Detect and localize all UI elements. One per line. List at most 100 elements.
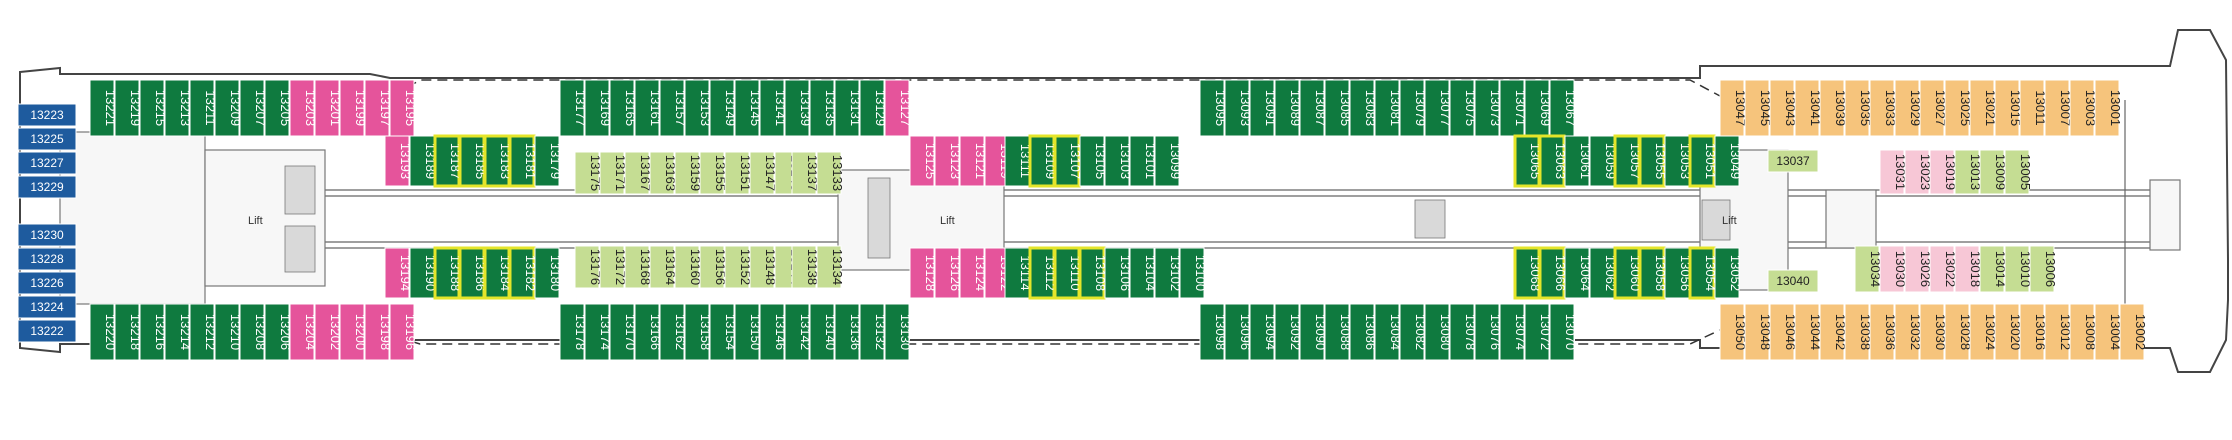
cabin-13142[interactable]: 13142 xyxy=(784,303,813,361)
cabin-13106[interactable]: 13106 xyxy=(1104,247,1133,299)
cabin-13063[interactable]: 13063 xyxy=(1538,134,1568,188)
cabin-13198[interactable]: 13198 xyxy=(364,303,393,361)
cabin-13061[interactable]: 13061 xyxy=(1564,135,1593,187)
cabin-13072[interactable]: 13072 xyxy=(1524,303,1553,361)
cabin-13015[interactable]: 13015 xyxy=(1994,79,2023,137)
cabin-13129[interactable]: 13129 xyxy=(859,79,888,137)
cabin-13137[interactable]: 13137 xyxy=(791,151,820,195)
cabin-13155[interactable]: 13155 xyxy=(699,151,728,195)
cabin-13219[interactable]: 13219 xyxy=(114,79,143,137)
cabin-13126[interactable]: 13126 xyxy=(934,247,963,299)
cabin-13004[interactable]: 13004 xyxy=(2094,303,2123,361)
cabin-13203[interactable]: 13203 xyxy=(289,79,318,137)
cabin-13018[interactable]: 13018 xyxy=(1954,245,1983,293)
cabin-13136[interactable]: 13136 xyxy=(834,303,863,361)
cabin-13076[interactable]: 13076 xyxy=(1474,303,1503,361)
cabin-13182[interactable]: 13182 xyxy=(508,246,538,300)
cabin-13176[interactable]: 13176 xyxy=(574,245,603,289)
cabin-13164[interactable]: 13164 xyxy=(649,245,678,289)
cabin-13180[interactable]: 13180 xyxy=(534,247,563,299)
cabin-13158[interactable]: 13158 xyxy=(684,303,713,361)
cabin-13195[interactable]: 13195 xyxy=(389,79,418,137)
cabin-13163[interactable]: 13163 xyxy=(649,151,678,195)
cabin-13150[interactable]: 13150 xyxy=(734,303,763,361)
cabin-13174[interactable]: 13174 xyxy=(584,303,613,361)
cabin-13121[interactable]: 13121 xyxy=(959,135,988,187)
cabin-13101[interactable]: 13101 xyxy=(1129,135,1158,187)
cabin-13055[interactable]: 13055 xyxy=(1638,134,1668,188)
cabin-13038[interactable]: 13038 xyxy=(1844,303,1873,361)
cabin-13107[interactable]: 13107 xyxy=(1053,134,1083,188)
cabin-13094[interactable]: 13094 xyxy=(1249,303,1278,361)
cabin-13041[interactable]: 13041 xyxy=(1794,79,1823,137)
cabin-13208[interactable]: 13208 xyxy=(239,303,268,361)
cabin-13005[interactable]: 13005 xyxy=(2004,149,2033,195)
cabin-13090[interactable]: 13090 xyxy=(1299,303,1328,361)
cabin-13132[interactable]: 13132 xyxy=(859,303,888,361)
cabin-13109[interactable]: 13109 xyxy=(1028,134,1058,188)
cabin-13021[interactable]: 13021 xyxy=(1969,79,1998,137)
cabin-13030[interactable]: 13030 xyxy=(1879,245,1908,293)
cabin-13006[interactable]: 13006 xyxy=(2029,245,2058,293)
cabin-13175[interactable]: 13175 xyxy=(574,151,603,195)
cabin-13069[interactable]: 13069 xyxy=(1524,79,1553,137)
cabin-13196[interactable]: 13196 xyxy=(389,303,418,361)
cabin-13098[interactable]: 13098 xyxy=(1199,303,1228,361)
cabin-13081[interactable]: 13081 xyxy=(1374,79,1403,137)
cabin-13092[interactable]: 13092 xyxy=(1274,303,1303,361)
cabin-13229[interactable]: 13229 xyxy=(17,175,77,199)
cabin-13074[interactable]: 13074 xyxy=(1499,303,1528,361)
cabin-13085[interactable]: 13085 xyxy=(1324,79,1353,137)
cabin-13079[interactable]: 13079 xyxy=(1399,79,1428,137)
cabin-13179[interactable]: 13179 xyxy=(534,135,563,187)
cabin-13054[interactable]: 13054 xyxy=(1688,246,1718,300)
cabin-13197[interactable]: 13197 xyxy=(364,79,393,137)
cabin-13215[interactable]: 13215 xyxy=(139,79,168,137)
cabin-13211[interactable]: 13211 xyxy=(189,79,218,137)
cabin-13223[interactable]: 13223 xyxy=(17,103,77,127)
cabin-13159[interactable]: 13159 xyxy=(674,151,703,195)
cabin-13071[interactable]: 13071 xyxy=(1499,79,1528,137)
cabin-13087[interactable]: 13087 xyxy=(1299,79,1328,137)
cabin-13194[interactable]: 13194 xyxy=(384,247,413,299)
cabin-13138[interactable]: 13138 xyxy=(791,245,820,289)
cabin-13161[interactable]: 13161 xyxy=(634,79,663,137)
cabin-13084[interactable]: 13084 xyxy=(1374,303,1403,361)
cabin-13052[interactable]: 13052 xyxy=(1714,247,1743,299)
cabin-13226[interactable]: 13226 xyxy=(17,271,77,295)
cabin-13216[interactable]: 13216 xyxy=(139,303,168,361)
cabin-13011[interactable]: 13011 xyxy=(2019,79,2048,137)
cabin-13013[interactable]: 13013 xyxy=(1954,149,1983,195)
cabin-13149[interactable]: 13149 xyxy=(709,79,738,137)
cabin-13089[interactable]: 13089 xyxy=(1274,79,1303,137)
cabin-13034[interactable]: 13034 xyxy=(1854,245,1883,293)
cabin-13043[interactable]: 13043 xyxy=(1769,79,1798,137)
cabin-13200[interactable]: 13200 xyxy=(339,303,368,361)
cabin-13093[interactable]: 13093 xyxy=(1224,79,1253,137)
cabin-13228[interactable]: 13228 xyxy=(17,247,77,271)
cabin-13178[interactable]: 13178 xyxy=(559,303,588,361)
cabin-13135[interactable]: 13135 xyxy=(809,79,838,137)
cabin-13214[interactable]: 13214 xyxy=(164,303,193,361)
cabin-13046[interactable]: 13046 xyxy=(1769,303,1798,361)
cabin-13001[interactable]: 13001 xyxy=(2094,79,2123,137)
cabin-13225[interactable]: 13225 xyxy=(17,127,77,151)
cabin-13171[interactable]: 13171 xyxy=(599,151,628,195)
cabin-13141[interactable]: 13141 xyxy=(759,79,788,137)
cabin-13002[interactable]: 13002 xyxy=(2119,303,2148,361)
cabin-13103[interactable]: 13103 xyxy=(1104,135,1133,187)
cabin-13227[interactable]: 13227 xyxy=(17,151,77,175)
cabin-13064[interactable]: 13064 xyxy=(1564,247,1593,299)
cabin-13053[interactable]: 13053 xyxy=(1664,135,1693,187)
cabin-13166[interactable]: 13166 xyxy=(634,303,663,361)
cabin-13148[interactable]: 13148 xyxy=(749,245,778,289)
cabin-13099[interactable]: 13099 xyxy=(1154,135,1183,187)
cabin-13105[interactable]: 13105 xyxy=(1079,135,1108,187)
cabin-13205[interactable]: 13205 xyxy=(264,79,293,137)
cabin-13030[interactable]: 13030 xyxy=(1919,303,1948,361)
cabin-13153[interactable]: 13153 xyxy=(684,79,713,137)
cabin-13044[interactable]: 13044 xyxy=(1794,303,1823,361)
cabin-13108[interactable]: 13108 xyxy=(1078,246,1108,300)
cabin-13070[interactable]: 13070 xyxy=(1549,303,1578,361)
cabin-13033[interactable]: 13033 xyxy=(1869,79,1898,137)
